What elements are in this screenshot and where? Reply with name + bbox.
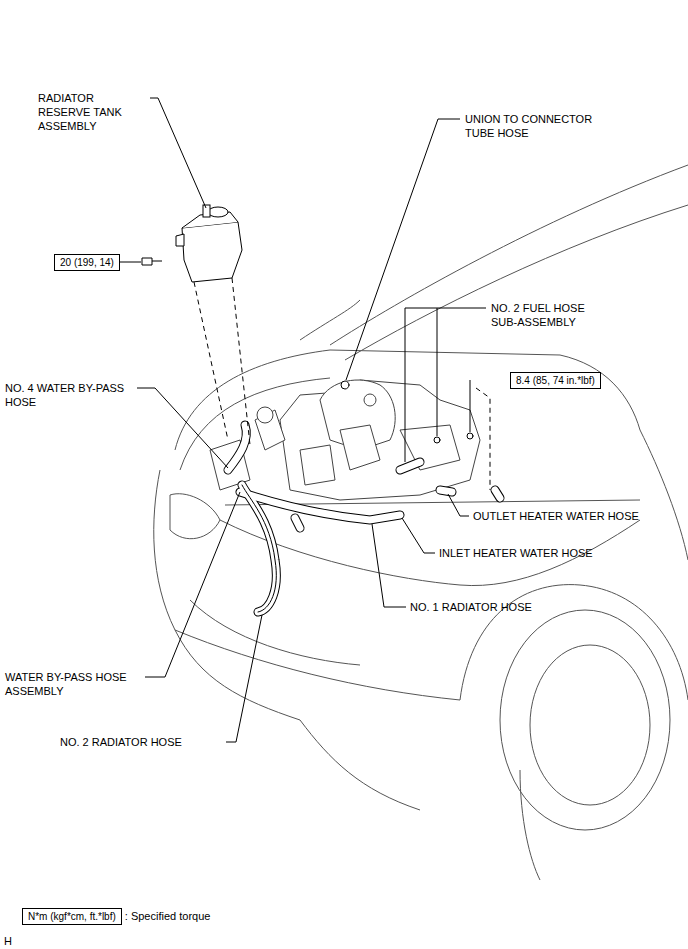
engine-part [300, 445, 335, 485]
hoses [228, 381, 500, 612]
torque-box: N*m (kgf*cm, ft.*lbf) [22, 908, 122, 925]
torque-value: N*m (kgf*cm, ft.*lbf) [28, 910, 116, 923]
engine [210, 380, 480, 500]
car-body [154, 165, 688, 880]
engine-part [400, 425, 460, 470]
grille [190, 600, 360, 665]
bumper [300, 720, 420, 810]
hood-edge [345, 205, 688, 360]
part-label: OUTLET HEATER WATER HOSE [473, 509, 639, 523]
part-label: INLET HEATER WATER HOSE [439, 546, 593, 560]
wheel [500, 610, 670, 830]
part-label: NO. 1 RADIATOR HOSE [410, 600, 532, 614]
reserve-tank [142, 205, 242, 282]
fender [640, 430, 688, 560]
wheel [530, 645, 650, 805]
part-label: NO. 4 WATER BY-PASS HOSE [5, 381, 135, 409]
part-label: H [4, 934, 12, 948]
engine-part [364, 394, 376, 406]
leader-lines [118, 98, 486, 742]
part-label: NO. 2 RADIATOR HOSE [60, 735, 182, 749]
engine-part [257, 407, 273, 423]
part-label: : Specified torque [125, 909, 211, 923]
part-label: RADIATOR RESERVE TANK ASSEMBLY [38, 91, 130, 133]
bolt [152, 261, 162, 262]
part-label: WATER BY-PASS HOSE ASSEMBLY [5, 670, 140, 698]
tank-bracket [176, 234, 184, 246]
headlight [170, 494, 220, 539]
hood-edge [300, 300, 360, 340]
torque-value: 20 (199, 14) [60, 256, 114, 269]
part-label: NO. 2 FUEL HOSE SUB-ASSEMBLY [491, 301, 603, 329]
engine-block [280, 380, 480, 500]
bumper [175, 630, 460, 700]
torque-box: 20 (199, 14) [54, 254, 120, 271]
fender [520, 770, 540, 880]
bolt [142, 258, 152, 265]
tank-body [182, 222, 242, 282]
hood-edge [330, 165, 688, 345]
engine-part [340, 425, 380, 470]
torque-box: 8.4 (85, 74 in.*lbf) [510, 372, 601, 389]
tank-port [203, 205, 210, 217]
assembly-lines [194, 278, 490, 490]
part-label: UNION TO CONNECTOR TUBE HOSE [465, 112, 595, 140]
tank-cap [208, 207, 228, 217]
torque-value: 8.4 (85, 74 in.*lbf) [516, 374, 595, 387]
